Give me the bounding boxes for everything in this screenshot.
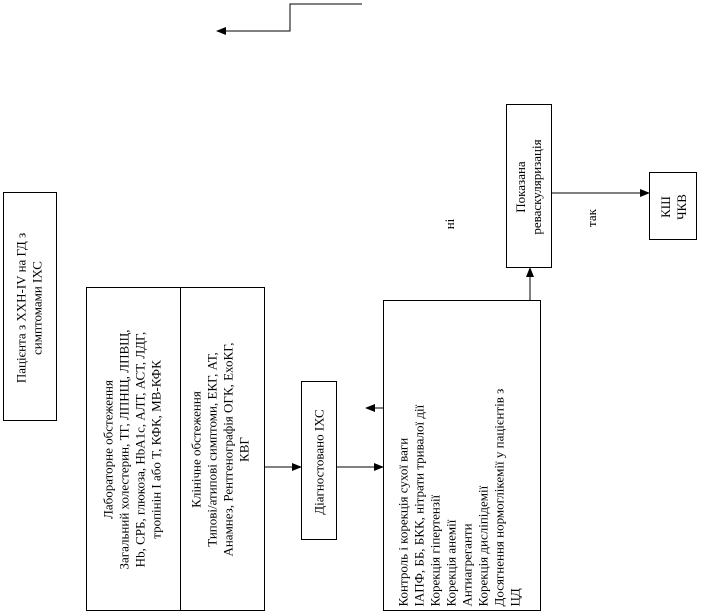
- management-line-7: Досягнення нормоглікемії у пацієнтів з: [491, 388, 507, 607]
- outcome-line-1: КШ: [658, 196, 673, 218]
- clinical-exam-text: Клінічне обстеження Типові/атипові симпт…: [181, 288, 266, 612]
- outcome-text: КШ ЧКВ: [650, 173, 698, 241]
- revasc-line-1: Показана: [513, 161, 528, 213]
- clinical-exam-box: Клінічне обстеження Типові/атипові симпт…: [180, 287, 265, 611]
- management-line-1: Контроль і корекція сухої ваги: [395, 437, 411, 607]
- yes-label: так: [584, 209, 599, 227]
- patients-text: Пацієнта з ХХН-IV на ГД з симптомами ІХС: [4, 194, 58, 423]
- revasc-text: Показана реваскуляризація: [507, 105, 553, 269]
- patients-line-1: Пацієнта з ХХН-IV на ГД з: [13, 232, 29, 384]
- management-box: Контроль і корекція сухої ваги ІАПФ, ББ,…: [383, 300, 541, 611]
- management-line-5: Антиагреганти: [459, 523, 475, 607]
- patients-box: Пацієнта з ХХН-IV на ГД з симптомами ІХС: [3, 192, 57, 421]
- lab-exam-box: Лабораторне обстеження Загальний холесте…: [86, 287, 181, 611]
- lab-exam-text: Лабораторне обстеження Загальний холесте…: [87, 288, 182, 612]
- outcome-line-2: ЧКВ: [674, 194, 689, 220]
- no-label: ні: [442, 218, 457, 230]
- management-line-6: Корекція дисліпідемії: [475, 485, 491, 607]
- diagnosed-box: Діагностовано ІХС: [301, 381, 337, 540]
- management-text: Контроль і корекція сухої ваги ІАПФ, ББ,…: [384, 302, 542, 613]
- patients-line-2: симптомами ІХС: [29, 261, 45, 355]
- management-line-4: Корекція анемії: [443, 519, 459, 607]
- lab-line-1: Загальний холестерин, ТГ, ЛПНЩ, ЛПВЩ,: [116, 329, 132, 570]
- clinical-line-3: КВГ: [236, 437, 252, 462]
- lab-line-2: Hb, СРБ, глюкоза, HbA1c, АЛТ, АСТ, ЛДГ,: [132, 331, 148, 568]
- outcome-box: КШ ЧКВ: [649, 172, 697, 240]
- revasc-box: Показана реваскуляризація: [506, 104, 552, 268]
- diagnosed-text: Діагностовано ІХС: [302, 383, 338, 542]
- top-elbow-arrow: [216, 3, 362, 35]
- lab-line-3: тропінін I або T, КФК, МВ-КФК: [148, 360, 164, 539]
- clinical-line-2: Анамнез, Рентгенографія ОГК, ЕхоКГ,: [220, 342, 236, 557]
- revasc-line-2: реваскуляризація: [529, 139, 544, 235]
- management-line-8: ЦД: [507, 588, 523, 607]
- management-line-3: Корекція гіпертензії: [427, 494, 443, 607]
- clinical-title: Клінічне обстеження: [188, 391, 204, 508]
- lab-title: Лабораторне обстеження: [100, 380, 116, 519]
- management-line-2: ІАПФ, ББ, БКК, нітрати тривалої дії: [411, 404, 427, 607]
- clinical-line-1: Типові/атипові симптоми, ЕКГ, АТ,: [204, 352, 220, 547]
- diagnosed-line-1: Діагностовано ІХС: [311, 409, 327, 515]
